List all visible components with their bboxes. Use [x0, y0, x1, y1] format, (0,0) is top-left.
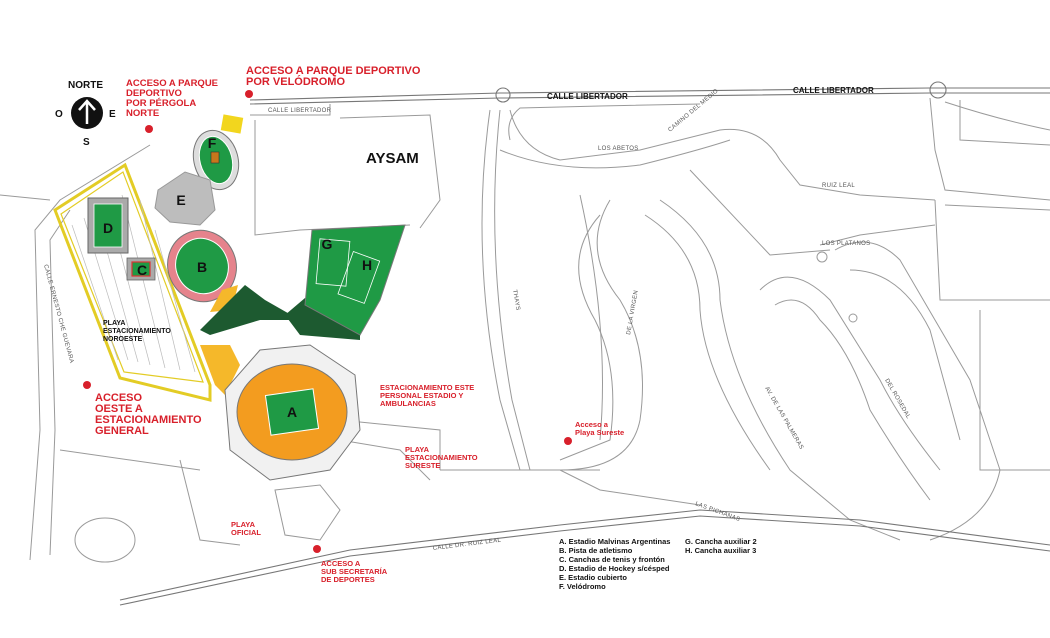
legend-f: F. Velódromo [559, 582, 606, 591]
street-libertador-1: CALLE LIBERTADOR [547, 92, 628, 101]
pin-velodromo-icon[interactable] [245, 90, 253, 98]
access-este-3: AMBULANCIAS [380, 399, 436, 408]
legend: A. Estadio Malvinas Argentinas B. Pista … [559, 537, 757, 591]
pin-pergola-icon[interactable] [145, 125, 153, 133]
access-este-2: PERSONAL ESTADIO Y [380, 391, 463, 400]
street-west: CALLE ERNESTO CHE GUEVARA [42, 264, 74, 364]
oficial-building [274, 484, 341, 541]
sureste-acceso-2: Playa Sureste [575, 428, 624, 437]
venue-f-velodromo[interactable]: F [187, 125, 245, 194]
pin-sureste-icon[interactable] [564, 437, 572, 445]
oficial-2: OFICIAL [231, 528, 261, 537]
access-oeste-2: OESTE A [95, 403, 143, 415]
legend-b: B. Pista de atletismo [559, 546, 633, 555]
access-oeste-1: ACCESO [95, 392, 143, 404]
venue-a-label: A [287, 404, 297, 420]
venue-b-label: B [197, 259, 207, 275]
street-dr-ruiz-leal: CALLE DR. RUIZ LEAL [433, 538, 502, 552]
street-platanos: LOS PLATANOS [822, 241, 870, 247]
legend-c: C. Canchas de tenis y frontón [559, 555, 665, 564]
compass-south: S [83, 137, 90, 148]
street-camino-medio: CAMINO DEL MEDIO [667, 88, 719, 133]
venue-d-label: D [103, 220, 113, 236]
venue-gh-canchas[interactable]: G H [304, 224, 406, 336]
yellow-parking-a [200, 345, 240, 395]
venue-a-estadio[interactable]: A [224, 344, 361, 481]
venue-d-hockey[interactable]: D [87, 197, 129, 254]
venue-c-label: C [137, 262, 147, 278]
road-network [0, 81, 1050, 606]
venue-h-label: H [362, 257, 372, 273]
access-pergola-4: NORTE [126, 108, 159, 119]
venue-f-label: F [208, 135, 217, 151]
parking-noroeste-label-3: NOROESTE [103, 336, 143, 343]
pin-oeste-icon[interactable] [83, 381, 91, 389]
aysam-label: AYSAM [366, 150, 419, 167]
subsecretaria-2: SUB SECRETARÍA [321, 567, 388, 576]
yellow-parking-north [220, 114, 244, 134]
oficial-1: PLAYA [231, 520, 256, 529]
access-pergola-1: ACCESO A PARQUE [126, 78, 218, 89]
access-este-1: ESTACIONAMIENTO ESTE [380, 383, 474, 392]
legend-h: H. Cancha auxiliar 3 [685, 546, 756, 555]
street-libertador-2: CALLE LIBERTADOR [793, 86, 874, 95]
sureste-acceso-1: Acceso a [575, 420, 609, 429]
venue-b-atletismo[interactable]: B [156, 219, 248, 313]
street-virgen: DE LA VIRGEN [626, 290, 640, 336]
venue-c-tennis[interactable]: C [126, 257, 156, 281]
compass-east: E [109, 109, 116, 120]
legend-a: A. Estadio Malvinas Argentinas [559, 537, 670, 546]
street-abetos: LOS ABETOS [598, 146, 639, 152]
pin-subsecretaria-icon[interactable] [313, 545, 321, 553]
venue-e-cubierto[interactable]: E [154, 171, 216, 226]
sureste-playa-1: PLAYA [405, 445, 430, 454]
compass-north: NORTE [68, 80, 103, 91]
venue-g-label: G [322, 236, 333, 252]
access-pergola-2: DEPORTIVO [126, 88, 182, 99]
legend-d: D. Estadio de Hockey s/césped [559, 564, 670, 573]
sureste-playa-2: ESTACIONAMIENTO [405, 453, 478, 462]
access-oeste-4: GENERAL [95, 425, 149, 437]
access-velodromo-1: ACCESO A PARQUE DEPORTIVO [246, 65, 421, 77]
legend-e: E. Estadio cubierto [559, 573, 627, 582]
street-ruiz-leal: RUIZ LEAL [822, 183, 855, 189]
compass-west: O [55, 109, 63, 120]
street-thays: THAYS [511, 289, 521, 311]
street-libertador-small: CALLE LIBERTADOR [268, 108, 332, 114]
parking-noroeste-label-1: PLAYA [103, 320, 125, 327]
access-oeste-3: ESTACIONAMIENTO [95, 414, 202, 426]
subsecretaria-1: ACCESO A [321, 559, 361, 568]
legend-g: G. Cancha auxiliar 2 [685, 537, 757, 546]
dark-green-area-1 [200, 285, 300, 335]
street-palmeras: AV. DE LAS PALMERAS [763, 386, 804, 451]
parking-noroeste-label-2: ESTACIONAMIENTO [103, 328, 171, 335]
sureste-playa-3: SURESTE [405, 461, 440, 470]
compass: NORTE O E S [55, 80, 116, 148]
access-pins [83, 90, 572, 553]
access-velodromo-2: POR VELÓDROMO [246, 75, 345, 88]
street-rosedal: DEL ROSEDAL [883, 378, 911, 420]
venue-e-label: E [176, 192, 185, 208]
access-pergola-3: POR PÉRGOLA [126, 98, 196, 109]
subsecretaria-3: DE DEPORTES [321, 575, 375, 584]
